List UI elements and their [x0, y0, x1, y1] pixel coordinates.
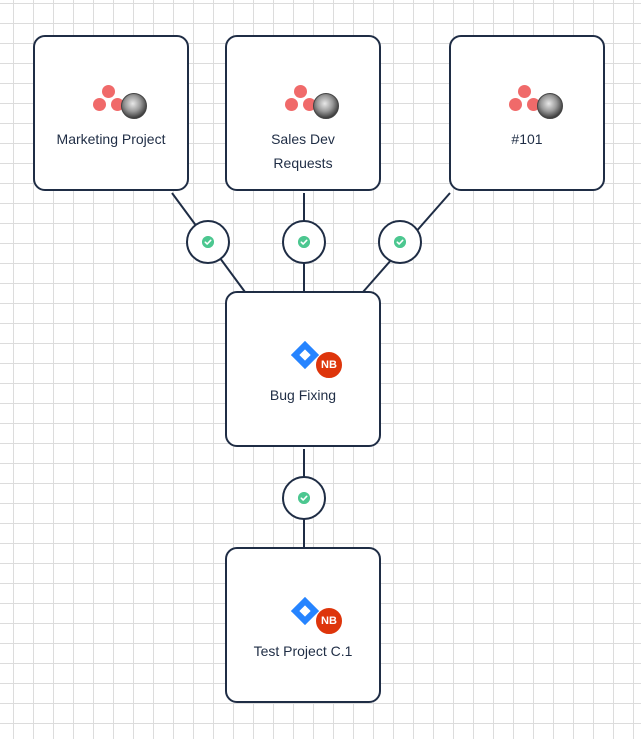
node-sales-dev-requests[interactable]: Sales Dev Requests	[225, 35, 381, 191]
asana-logo-icon	[509, 85, 541, 115]
check-icon	[298, 236, 310, 248]
asana-logo-icon	[93, 85, 125, 115]
node-icons	[451, 81, 603, 127]
node-icons	[227, 81, 379, 127]
user-photo-avatar	[313, 93, 339, 119]
check-icon	[394, 236, 406, 248]
jira-logo-icon	[291, 341, 319, 369]
check-icon	[298, 492, 310, 504]
node-marketing-project[interactable]: Marketing Project	[33, 35, 189, 191]
node-bug-fixing[interactable]: NB Bug Fixing	[225, 291, 381, 447]
check-icon	[202, 236, 214, 248]
node-101[interactable]: #101	[449, 35, 605, 191]
user-photo-avatar	[121, 93, 147, 119]
connection-status-badge[interactable]	[378, 220, 422, 264]
connection-status-badge[interactable]	[186, 220, 230, 264]
node-label: Bug Fixing	[269, 387, 337, 403]
node-icons: NB	[227, 593, 379, 639]
nb-avatar: NB	[315, 607, 343, 635]
node-icons	[35, 81, 187, 127]
node-label: Sales Dev Requests	[271, 131, 335, 171]
jira-logo-icon	[291, 597, 319, 625]
node-test-project[interactable]: NB Test Project C.1	[225, 547, 381, 703]
asana-logo-icon	[285, 85, 317, 115]
node-icons: NB	[227, 337, 379, 383]
user-photo-avatar	[537, 93, 563, 119]
connection-status-badge[interactable]	[282, 220, 326, 264]
node-label: Marketing Project	[56, 131, 166, 147]
node-label: Test Project C.1	[253, 643, 353, 659]
node-label: #101	[511, 131, 543, 147]
nb-avatar: NB	[315, 351, 343, 379]
connection-status-badge[interactable]	[282, 476, 326, 520]
